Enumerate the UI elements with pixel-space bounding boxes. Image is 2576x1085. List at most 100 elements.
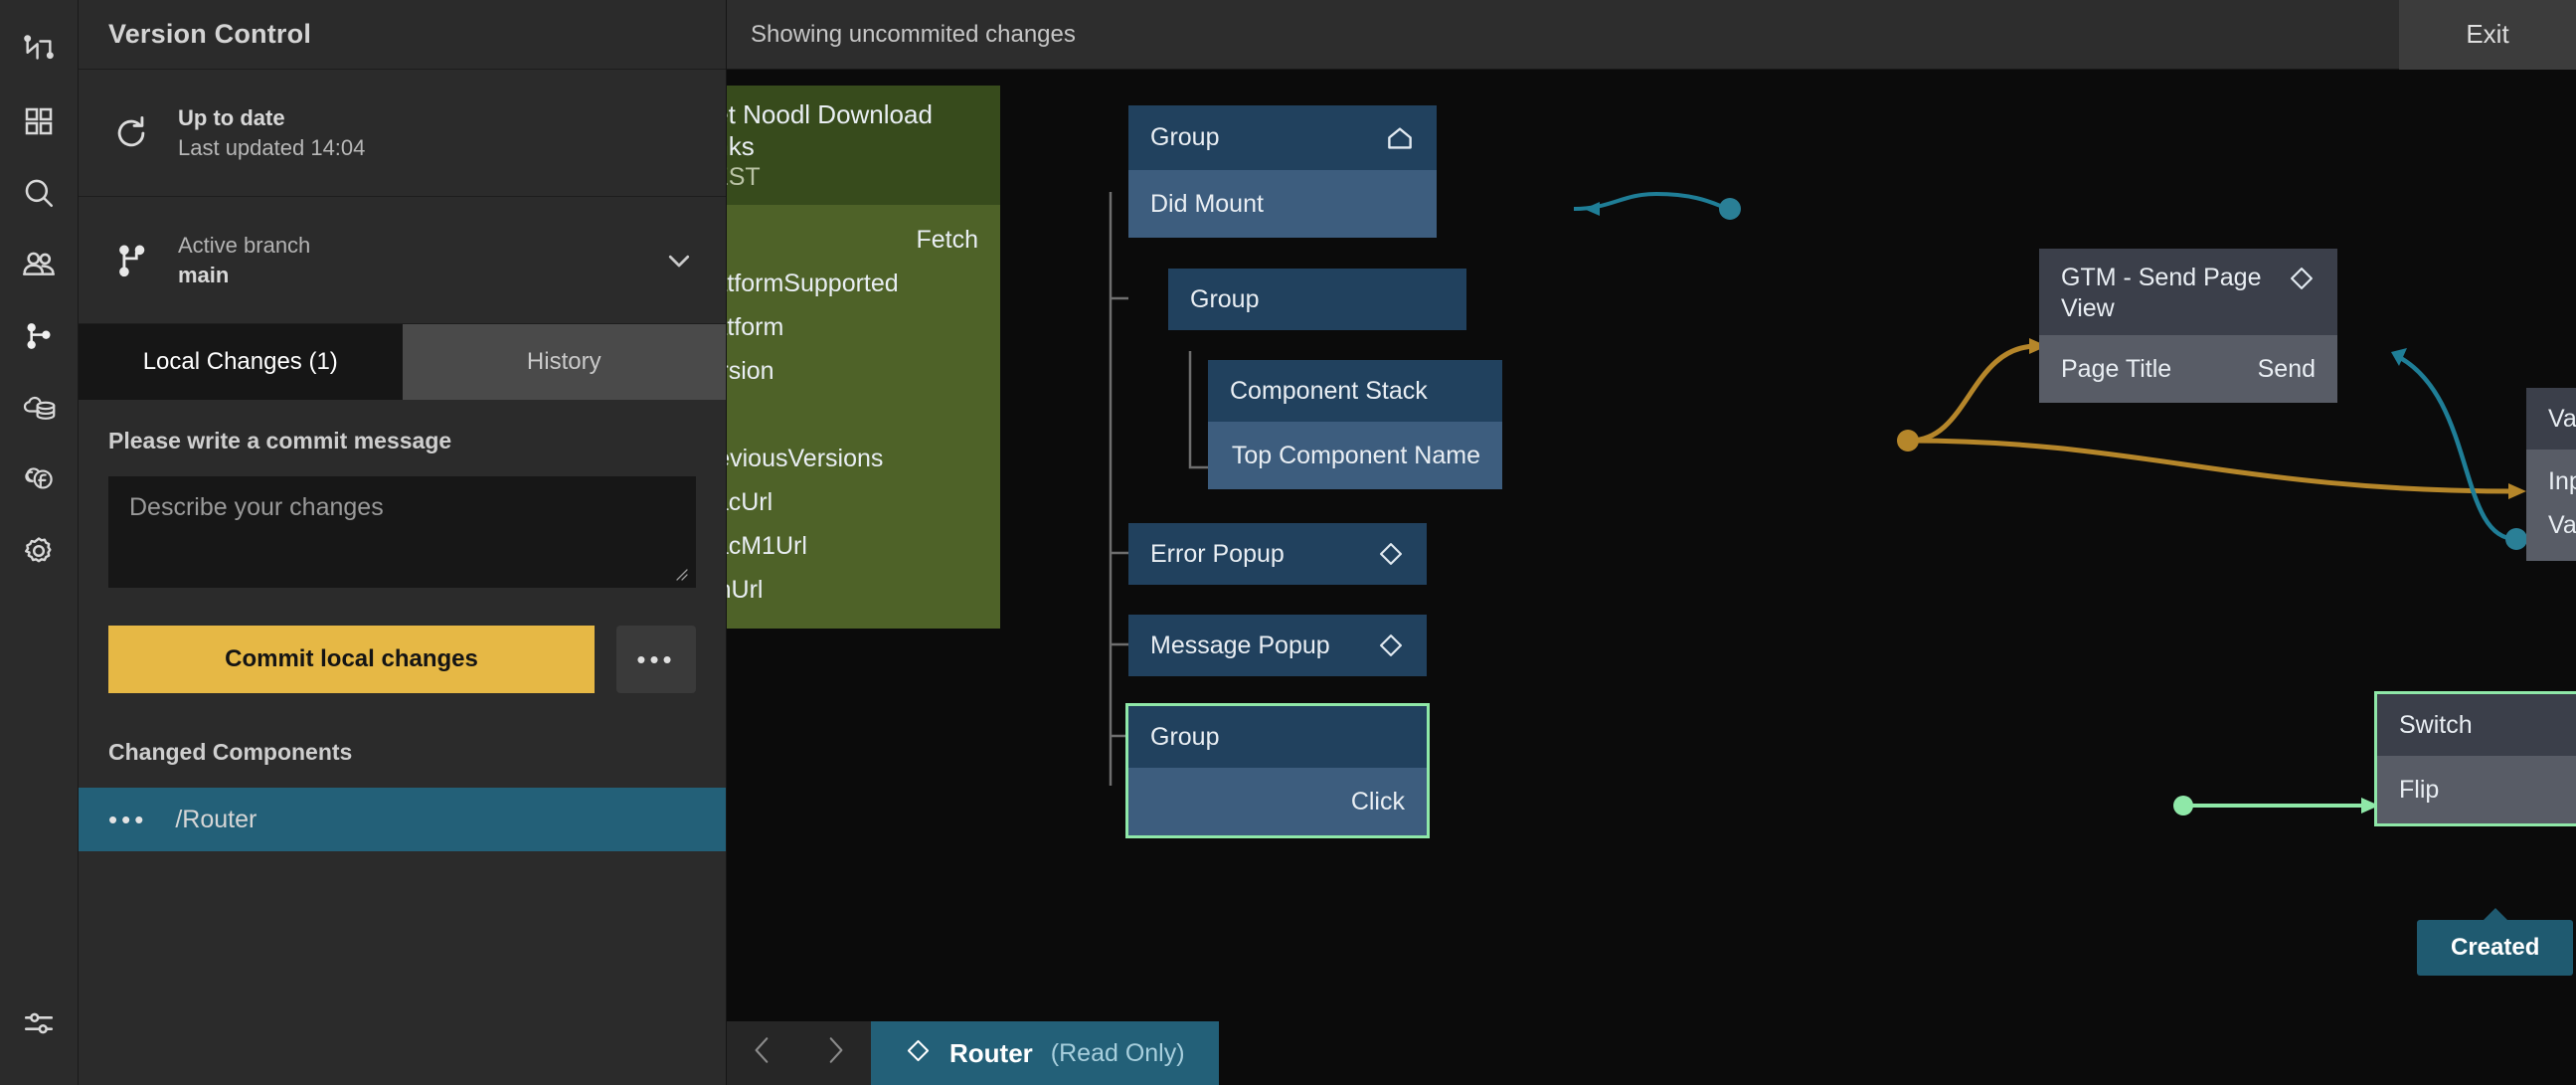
sync-status-label: Up to date (178, 104, 285, 130)
node-graph-canvas[interactable]: Get Noodl Download Links REST Fetch plat… (727, 70, 2576, 1085)
commit-more-options-button[interactable]: ••• (616, 626, 696, 693)
rail-item-cloud-functions[interactable] (0, 444, 79, 515)
search-icon (22, 176, 56, 210)
page-title: Version Control (79, 0, 726, 70)
port-platform[interactable]: platform (727, 313, 784, 342)
node-header[interactable]: GTM - Send Page View (2039, 249, 2337, 335)
rail-item-preferences[interactable] (0, 988, 79, 1059)
node-switch[interactable]: Switch Flip (2374, 691, 2576, 826)
node-title: Switch (2399, 710, 2473, 739)
node-header[interactable]: Get Noodl Download Links REST (727, 86, 1000, 205)
sliders-icon (22, 1006, 56, 1040)
rail-item-version-control[interactable] (0, 300, 79, 372)
diamond-icon (1377, 632, 1405, 659)
port-did-mount[interactable]: Did Mount (1150, 189, 1264, 218)
port-macUrl[interactable]: macUrl (727, 488, 773, 517)
active-branch-label: Active branch (178, 232, 311, 258)
node-group-2[interactable]: Group (1168, 269, 1466, 330)
port-send[interactable]: Send (2257, 354, 2316, 383)
node-message-popup[interactable]: Message Popup (1128, 615, 1427, 676)
node-title: Value Changed (2548, 404, 2576, 433)
node-header[interactable]: Error Popup (1128, 523, 1427, 585)
node-title: GTM - Send Page View (2061, 264, 2262, 322)
rail-item-collaborators[interactable] (0, 229, 79, 300)
icon-rail (0, 0, 79, 1085)
node-group-root[interactable]: Group Did Mount (1128, 105, 1437, 238)
port-previousVersions[interactable]: previousVersions (727, 445, 884, 473)
port-input[interactable]: Input (2548, 466, 2576, 495)
node-header[interactable]: Switch (2377, 694, 2576, 756)
users-icon (21, 247, 57, 282)
port-winUrl[interactable]: winUrl (727, 576, 764, 605)
port-flip[interactable]: Flip (2399, 775, 2440, 804)
port-url[interactable]: url (727, 394, 1000, 438)
rail-item-logo[interactable] (0, 14, 79, 86)
list-item[interactable]: ••• /Router (79, 788, 726, 851)
node-error-popup[interactable]: Error Popup (1128, 523, 1427, 585)
commit-message-input[interactable]: Describe your changes (108, 476, 696, 588)
branch-icon (23, 320, 55, 352)
exit-button[interactable]: Exit (2399, 0, 2576, 70)
branch-icon (108, 242, 154, 279)
node-component-stack[interactable]: Component Stack Top Component Name (1208, 360, 1502, 489)
node-header[interactable]: Group (1168, 269, 1466, 330)
node-title: Error Popup (1150, 539, 1285, 568)
home-icon (1385, 123, 1415, 153)
breadcrumb-state: (Read Only) (1050, 1038, 1185, 1067)
active-branch-row[interactable]: Active branch main (79, 197, 726, 324)
resize-grip-icon[interactable] (674, 567, 690, 583)
node-gtm-send-page-view[interactable]: GTM - Send Page View Page Title Send (2039, 249, 2337, 403)
changed-components-list: ••• /Router (79, 788, 726, 851)
port-platformSupported[interactable]: platformSupported (727, 270, 899, 298)
node-header[interactable]: Value Changed (2526, 388, 2576, 450)
changed-component-name: /Router (175, 805, 258, 833)
breadcrumb[interactable]: Router (Read Only) (871, 1021, 1219, 1085)
sync-status-text: Up to date Last updated 14:04 (178, 103, 696, 162)
node-ports: Input Value Changed (2526, 450, 2576, 561)
node-header[interactable]: Group (1128, 706, 1427, 768)
diamond-icon (905, 1037, 932, 1069)
port-value-changed[interactable]: Value Changed (2548, 510, 2576, 539)
rail-bottom-group (0, 988, 79, 1085)
port-row-page-title-send[interactable]: Page Title Send (2039, 347, 2337, 391)
rail-item-cloud-services[interactable] (0, 372, 79, 444)
tooltip-arrow (2482, 908, 2508, 921)
node-subtitle: REST (727, 163, 761, 192)
port-macM1Url[interactable]: macM1Url (727, 532, 807, 561)
sync-status-row[interactable]: Up to date Last updated 14:04 (79, 70, 726, 197)
port-top-component-name[interactable]: Top Component Name (1231, 441, 1480, 469)
commit-local-changes-button[interactable]: Commit local changes (108, 626, 595, 693)
chevron-left-icon[interactable] (750, 1033, 775, 1073)
tree-connector-lines (1109, 192, 1208, 786)
port-page-title[interactable]: Page Title (2061, 354, 2172, 383)
breadcrumb-name: Router (949, 1037, 1033, 1068)
node-rest-get-noodl-download-links[interactable]: Get Noodl Download Links REST Fetch plat… (727, 86, 1000, 629)
node-ports: Did Mount (1128, 170, 1437, 238)
tab-history[interactable]: History (402, 324, 726, 400)
port-click[interactable]: Click (1350, 787, 1405, 815)
node-header[interactable]: Group (1128, 105, 1437, 170)
gear-icon (22, 534, 56, 568)
port-version[interactable]: version (727, 357, 774, 386)
node-header[interactable]: Message Popup (1128, 615, 1427, 676)
cloud-function-icon (21, 463, 57, 495)
cloud-database-icon (21, 392, 57, 424)
sync-last-updated: Last updated 14:04 (178, 134, 366, 160)
node-group-click[interactable]: Group Click (1125, 703, 1430, 838)
node-header[interactable]: Component Stack (1208, 360, 1502, 422)
bottom-bar: Router (Read Only) (727, 1014, 2576, 1085)
tab-local-changes[interactable]: Local Changes (1) (79, 324, 403, 400)
chevron-right-icon[interactable] (822, 1033, 848, 1073)
rail-item-settings[interactable] (0, 515, 79, 587)
item-menu-icon[interactable]: ••• (108, 804, 148, 834)
refresh-icon (108, 114, 154, 152)
changed-components-heading: Changed Components (108, 739, 353, 765)
rail-item-components[interactable] (0, 86, 79, 157)
chevron-down-icon[interactable] (662, 246, 696, 275)
diamond-icon (2288, 265, 2316, 292)
port-fetch[interactable]: Fetch (916, 226, 978, 255)
node-title: Group (1150, 722, 1220, 751)
rail-item-search[interactable] (0, 157, 79, 229)
node-value-changed[interactable]: Value Changed Input Value Changed (2526, 388, 2576, 561)
panel-tabs: Local Changes (1) History (79, 324, 726, 400)
